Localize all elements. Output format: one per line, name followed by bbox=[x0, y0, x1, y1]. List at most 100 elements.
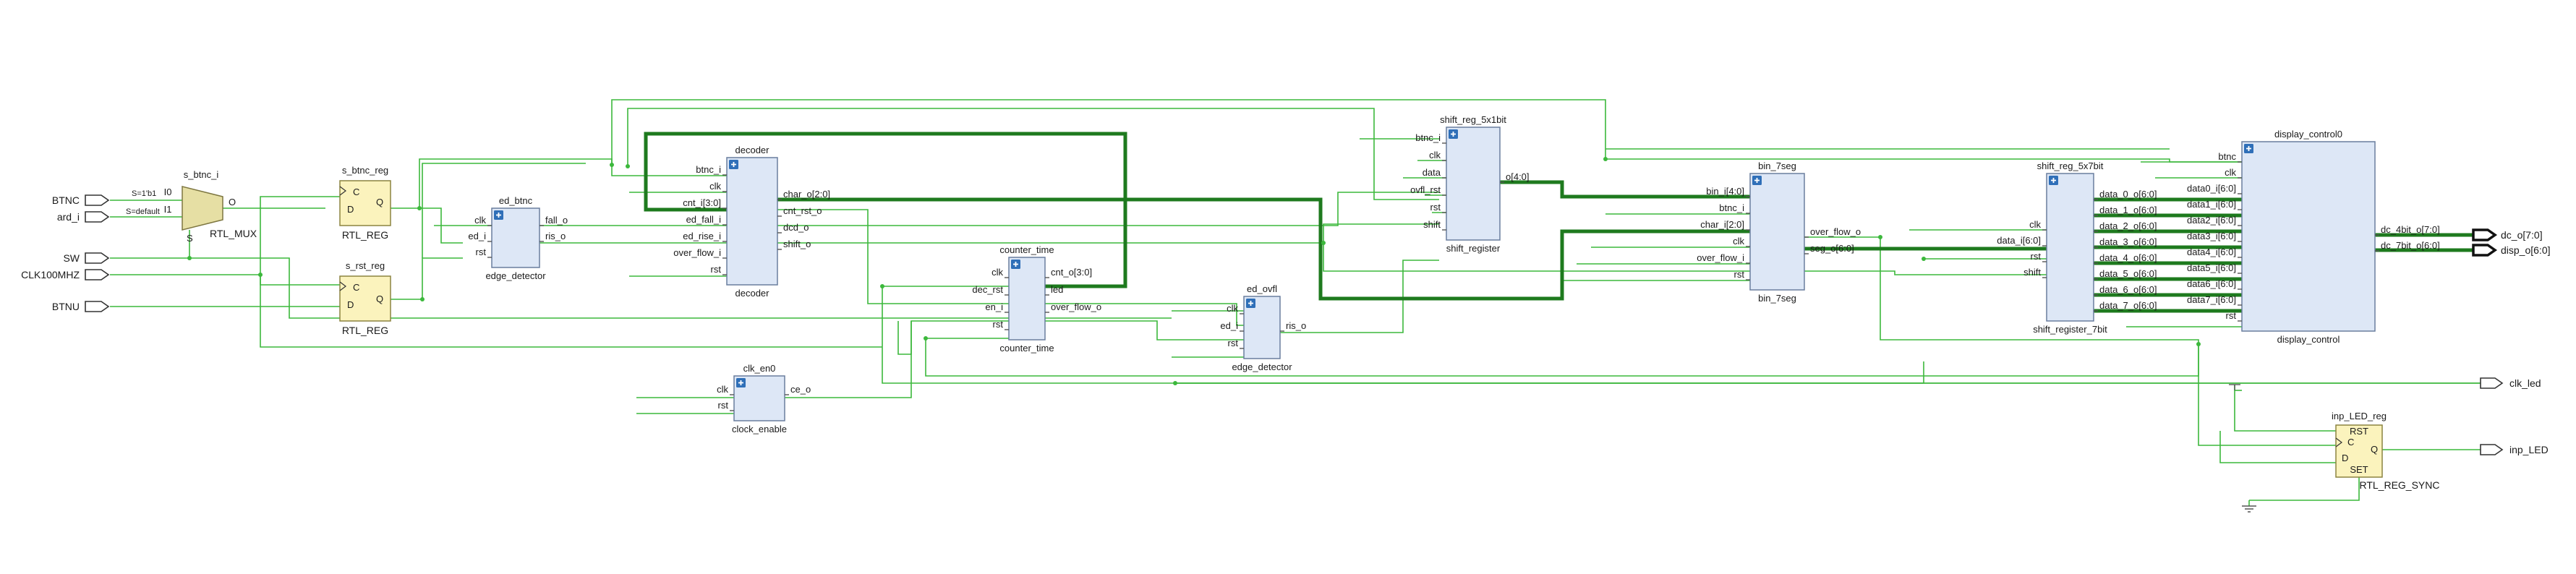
net-sw[interactable] bbox=[110, 230, 190, 259]
block-counter-time-type: counter_time bbox=[999, 343, 1054, 354]
port-clk[interactable]: CLK100MHZ bbox=[21, 269, 110, 280]
block-ed-btnc[interactable]: ed_btncedge_detectorclked_irstfall_oris_… bbox=[468, 195, 568, 281]
block-shift-reg-5x1bit-body bbox=[1446, 127, 1501, 241]
net-clk3[interactable] bbox=[260, 275, 882, 348]
junction bbox=[1603, 157, 1608, 161]
reg-inp-led[interactable]: inp_LED_reg RST C D Q SET RTL_REG_SYNC bbox=[2332, 411, 2439, 491]
port-clk-led-label: clk_led bbox=[2509, 377, 2541, 389]
port-ard[interactable]: ard_i bbox=[57, 211, 110, 223]
pin-in-label-over-flow-i: over_flow_i bbox=[1697, 252, 1744, 263]
mux-s-btnc-i[interactable]: s_btnc_i I0 I1 O S S=1'b1 S=default RTL_… bbox=[126, 169, 257, 244]
reg-s-rst-d: D bbox=[347, 299, 354, 310]
plus-glyph bbox=[2246, 146, 2251, 151]
net-inp-rst[interactable] bbox=[2234, 390, 2336, 432]
pin-in-label-btnc-i: btnc_i bbox=[1719, 202, 1744, 213]
pin-in-label-ed-fall-i: ed_fall_i bbox=[686, 214, 722, 225]
pin-in-label-ed-rise-i: ed_rise_i bbox=[683, 231, 721, 241]
reg-s-btnc-c: C bbox=[353, 187, 359, 197]
block-counter-time[interactable]: counter_timecounter_timeclkdec_rsten_irs… bbox=[972, 244, 1101, 354]
net-rst-q2[interactable] bbox=[422, 163, 586, 258]
pin-in-label-data4-i-6-0: data4_i[6:0] bbox=[2187, 247, 2236, 257]
port-dc[interactable]: dc_o[7:0] bbox=[2472, 228, 2543, 241]
block-shift-reg-5x1bit[interactable]: shift_reg_5x1bitshift_registerbtnc_iclkd… bbox=[1410, 114, 1529, 254]
block-bin-7seg[interactable]: bin_7segbin_7segbin_i[4:0]btnc_ichar_i[2… bbox=[1697, 160, 1861, 304]
reg-inp-led-rst: RST bbox=[2350, 426, 2368, 437]
pin-in-label-data5-i-6-0: data5_i[6:0] bbox=[2187, 262, 2236, 273]
pin-in-label-clk: clk bbox=[709, 181, 721, 192]
net-clk[interactable] bbox=[110, 274, 347, 286]
reg-s-btnc-inst: s_btnc_reg bbox=[342, 165, 388, 176]
pin-in-label-dec-rst: dec_rst bbox=[972, 284, 1003, 295]
junction bbox=[880, 284, 884, 288]
pin-in-label-over-flow-i: over_flow_i bbox=[673, 247, 721, 258]
port-inp-led[interactable]: inp_LED bbox=[2480, 444, 2549, 455]
junction bbox=[1878, 235, 1882, 239]
junction bbox=[1321, 241, 1326, 245]
reg-inp-led-body bbox=[2335, 424, 2383, 478]
bus-char[interactable] bbox=[777, 197, 1750, 301]
pin-in-label-clk: clk bbox=[2029, 219, 2041, 230]
junction bbox=[258, 273, 263, 277]
net-bottom-2[interactable] bbox=[925, 338, 2199, 377]
pin-in-label-clk: clk bbox=[1733, 236, 1744, 247]
pin-out-label-data-1-o-6-0: data_1_o[6:0] bbox=[2099, 205, 2157, 215]
net-cnt-rst[interactable] bbox=[777, 209, 1009, 304]
port-clk-led[interactable]: clk_led bbox=[2480, 377, 2541, 389]
port-sw[interactable]: SW bbox=[63, 252, 110, 264]
net-inp-c[interactable] bbox=[2198, 344, 2336, 446]
port-btnc[interactable]: BTNC bbox=[52, 194, 110, 206]
bus-cnt[interactable] bbox=[644, 132, 1127, 288]
reg-s-btnc[interactable]: s_btnc_reg C D Q RTL_REG bbox=[339, 165, 391, 241]
junction bbox=[924, 336, 928, 340]
pin-out-label-char-o-2-0: char_o[2:0] bbox=[783, 189, 830, 200]
pin-in-label-data1-i-6-0: data1_i[6:0] bbox=[2187, 199, 2236, 210]
bus-o40[interactable] bbox=[1500, 180, 1750, 199]
net-edovfl-o[interactable] bbox=[1280, 260, 1439, 333]
pin-in-label-data-i-6-0: data_i[6:0] bbox=[1997, 235, 2041, 246]
net-rst-q[interactable] bbox=[391, 257, 463, 300]
block-shift-reg-5x7bit-body bbox=[2046, 173, 2094, 322]
mux-o: O bbox=[229, 197, 236, 207]
net-sw-ext[interactable] bbox=[189, 257, 1172, 319]
net-b7-ovfl-o[interactable] bbox=[1804, 236, 2199, 344]
pin-in-label-ed-i: ed_i bbox=[468, 231, 486, 241]
junction bbox=[626, 164, 630, 168]
net-shift[interactable] bbox=[777, 223, 1439, 244]
junction bbox=[1922, 257, 1926, 261]
mux-i0: I0 bbox=[164, 187, 172, 197]
pin-in-label-data0-i-6-0: data0_i[6:0] bbox=[2187, 183, 2236, 194]
net-dcd[interactable] bbox=[777, 192, 1439, 226]
net-inp-set[interactable] bbox=[2249, 477, 2360, 501]
net-ce-o[interactable] bbox=[785, 321, 912, 398]
net-ovfl[interactable] bbox=[1045, 320, 1244, 340]
block-shift-reg-5x1bit-inst: shift_reg_5x1bit bbox=[1440, 114, 1506, 125]
block-ed-ovfl-inst: ed_ovfl bbox=[1247, 283, 1277, 294]
net-inp-d[interactable] bbox=[2219, 431, 2336, 463]
net-btnc-q2[interactable] bbox=[419, 158, 727, 208]
pin-in-label-clk: clk bbox=[1227, 303, 1238, 314]
net-top-1[interactable] bbox=[611, 99, 1606, 165]
reg-inp-led-set: SET bbox=[2350, 464, 2368, 475]
port-disp[interactable]: disp_o[6:0] bbox=[2472, 244, 2551, 257]
mux-shape bbox=[182, 186, 223, 231]
ground-symbol bbox=[2242, 505, 2256, 513]
port-btnu[interactable]: BTNU bbox=[52, 301, 110, 312]
plus-glyph bbox=[1248, 301, 1253, 306]
net-top-2[interactable] bbox=[627, 108, 1439, 200]
net-shift2[interactable] bbox=[1323, 243, 2047, 275]
net-led[interactable] bbox=[1045, 303, 1244, 326]
reg-s-rst-body bbox=[339, 275, 391, 322]
block-decoder[interactable]: decoderdecoderbtnc_iclkcnt_i[3:0]ed_fall… bbox=[673, 145, 830, 299]
block-bin-7seg-body bbox=[1749, 173, 1805, 291]
junction bbox=[1173, 381, 1177, 385]
block-shift-reg-5x7bit[interactable]: shift_reg_5x7bitshift_register_7bitclkda… bbox=[1997, 160, 2157, 335]
pin-in-label-btnc-i: btnc_i bbox=[1415, 132, 1441, 143]
net-clk2[interactable] bbox=[260, 196, 340, 275]
plus-glyph bbox=[1754, 178, 1760, 183]
block-display-control[interactable]: display_control0display_controlbtncclkda… bbox=[2187, 129, 2440, 345]
reg-s-rst[interactable]: s_rst_reg C D Q RTL_REG bbox=[339, 260, 391, 336]
block-ed-ovfl-type: edge_detector bbox=[1232, 361, 1292, 372]
port-inp-led-label: inp_LED bbox=[2509, 444, 2549, 455]
